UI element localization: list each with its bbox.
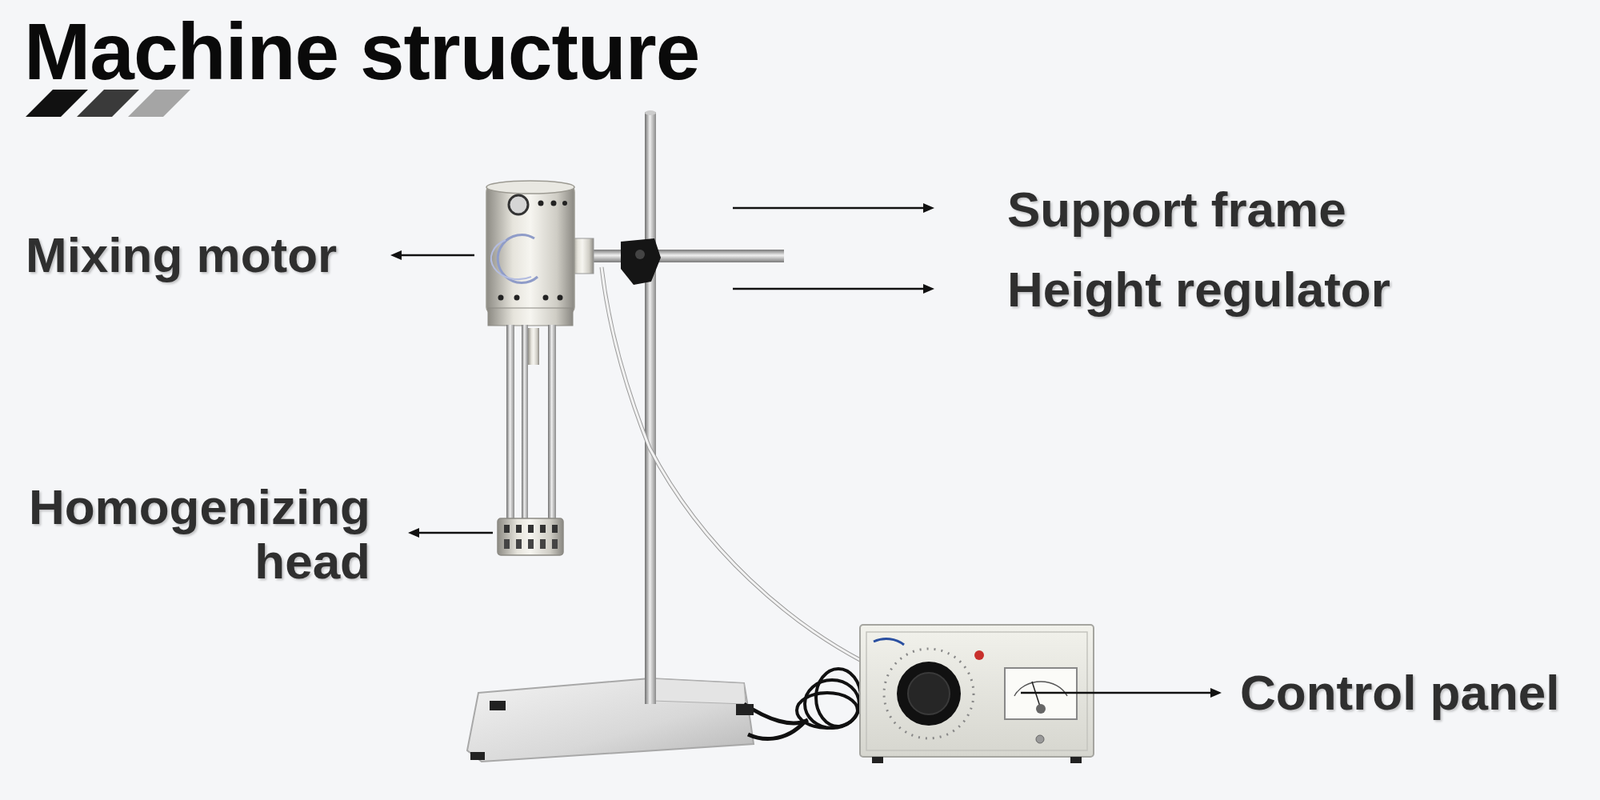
clamp-arm — [571, 249, 784, 263]
head-slot — [552, 539, 558, 549]
head-slot — [540, 539, 546, 549]
fuse — [1036, 735, 1044, 744]
speed-knob — [896, 661, 961, 726]
title-stripe — [128, 89, 191, 117]
power-lamp — [974, 650, 984, 660]
part-label: Height regulator — [1007, 262, 1391, 317]
clamp-block — [620, 238, 661, 285]
head-slot — [516, 539, 522, 549]
leader-line — [1020, 692, 1212, 695]
head-slot — [504, 539, 510, 549]
base-foot — [489, 700, 506, 711]
base-foot — [470, 752, 485, 760]
leader-line — [732, 288, 925, 291]
dial-scale — [884, 648, 974, 739]
speed-knob — [908, 672, 950, 715]
head-slot — [516, 524, 522, 533]
part-label: Support frame — [1007, 182, 1347, 237]
shaft — [521, 324, 528, 522]
vent-hole — [543, 295, 549, 301]
shaft — [548, 324, 556, 522]
leader-line — [417, 532, 493, 535]
head-slot — [540, 524, 546, 533]
motor-body — [486, 185, 575, 314]
head-slot — [504, 524, 510, 533]
plug — [736, 704, 754, 716]
base-plate — [649, 678, 746, 704]
title-stripe — [25, 89, 88, 117]
vent-hole — [538, 200, 544, 207]
control-face — [866, 632, 1088, 751]
motor-switch — [508, 195, 528, 215]
part-label: Homogenizing head — [14, 480, 371, 589]
clamp-screw — [635, 249, 645, 260]
control-box — [860, 624, 1094, 757]
part-label: Control panel — [1240, 665, 1560, 720]
support-rod — [644, 112, 656, 704]
arrow-head — [923, 203, 935, 213]
power-cord — [748, 721, 805, 739]
motor-ring — [488, 308, 573, 326]
page-title: Machine structure — [24, 11, 700, 92]
vent-hole — [557, 295, 564, 301]
vent-hole — [551, 200, 557, 207]
leader-line — [732, 207, 925, 210]
box-foot — [872, 756, 884, 764]
head-slot — [552, 524, 558, 533]
leader-line — [400, 254, 475, 257]
arrow-head — [390, 250, 402, 260]
homogenizer-head — [497, 518, 564, 556]
vent-hole — [562, 200, 568, 206]
arrow-head — [923, 284, 935, 294]
meter-pivot — [1036, 704, 1046, 714]
head-slot — [528, 524, 534, 533]
stand-base — [467, 678, 754, 762]
box-foot — [1070, 756, 1082, 764]
vent-hole — [498, 295, 504, 301]
motor-top — [486, 180, 575, 194]
arrow-head — [1210, 688, 1222, 698]
part-label: Mixing motor — [25, 228, 337, 283]
cable — [601, 267, 862, 661]
arrow-head — [408, 528, 420, 538]
rod-top — [644, 110, 656, 116]
cable — [601, 267, 862, 661]
head-slot — [528, 539, 534, 549]
meter-scale — [1014, 681, 1068, 696]
shaft — [506, 324, 515, 522]
title-stripe — [76, 89, 140, 117]
shaft-coupling — [528, 328, 540, 365]
vent-hole — [514, 295, 520, 301]
logo-mark — [491, 240, 532, 280]
brand-mark — [873, 639, 904, 645]
